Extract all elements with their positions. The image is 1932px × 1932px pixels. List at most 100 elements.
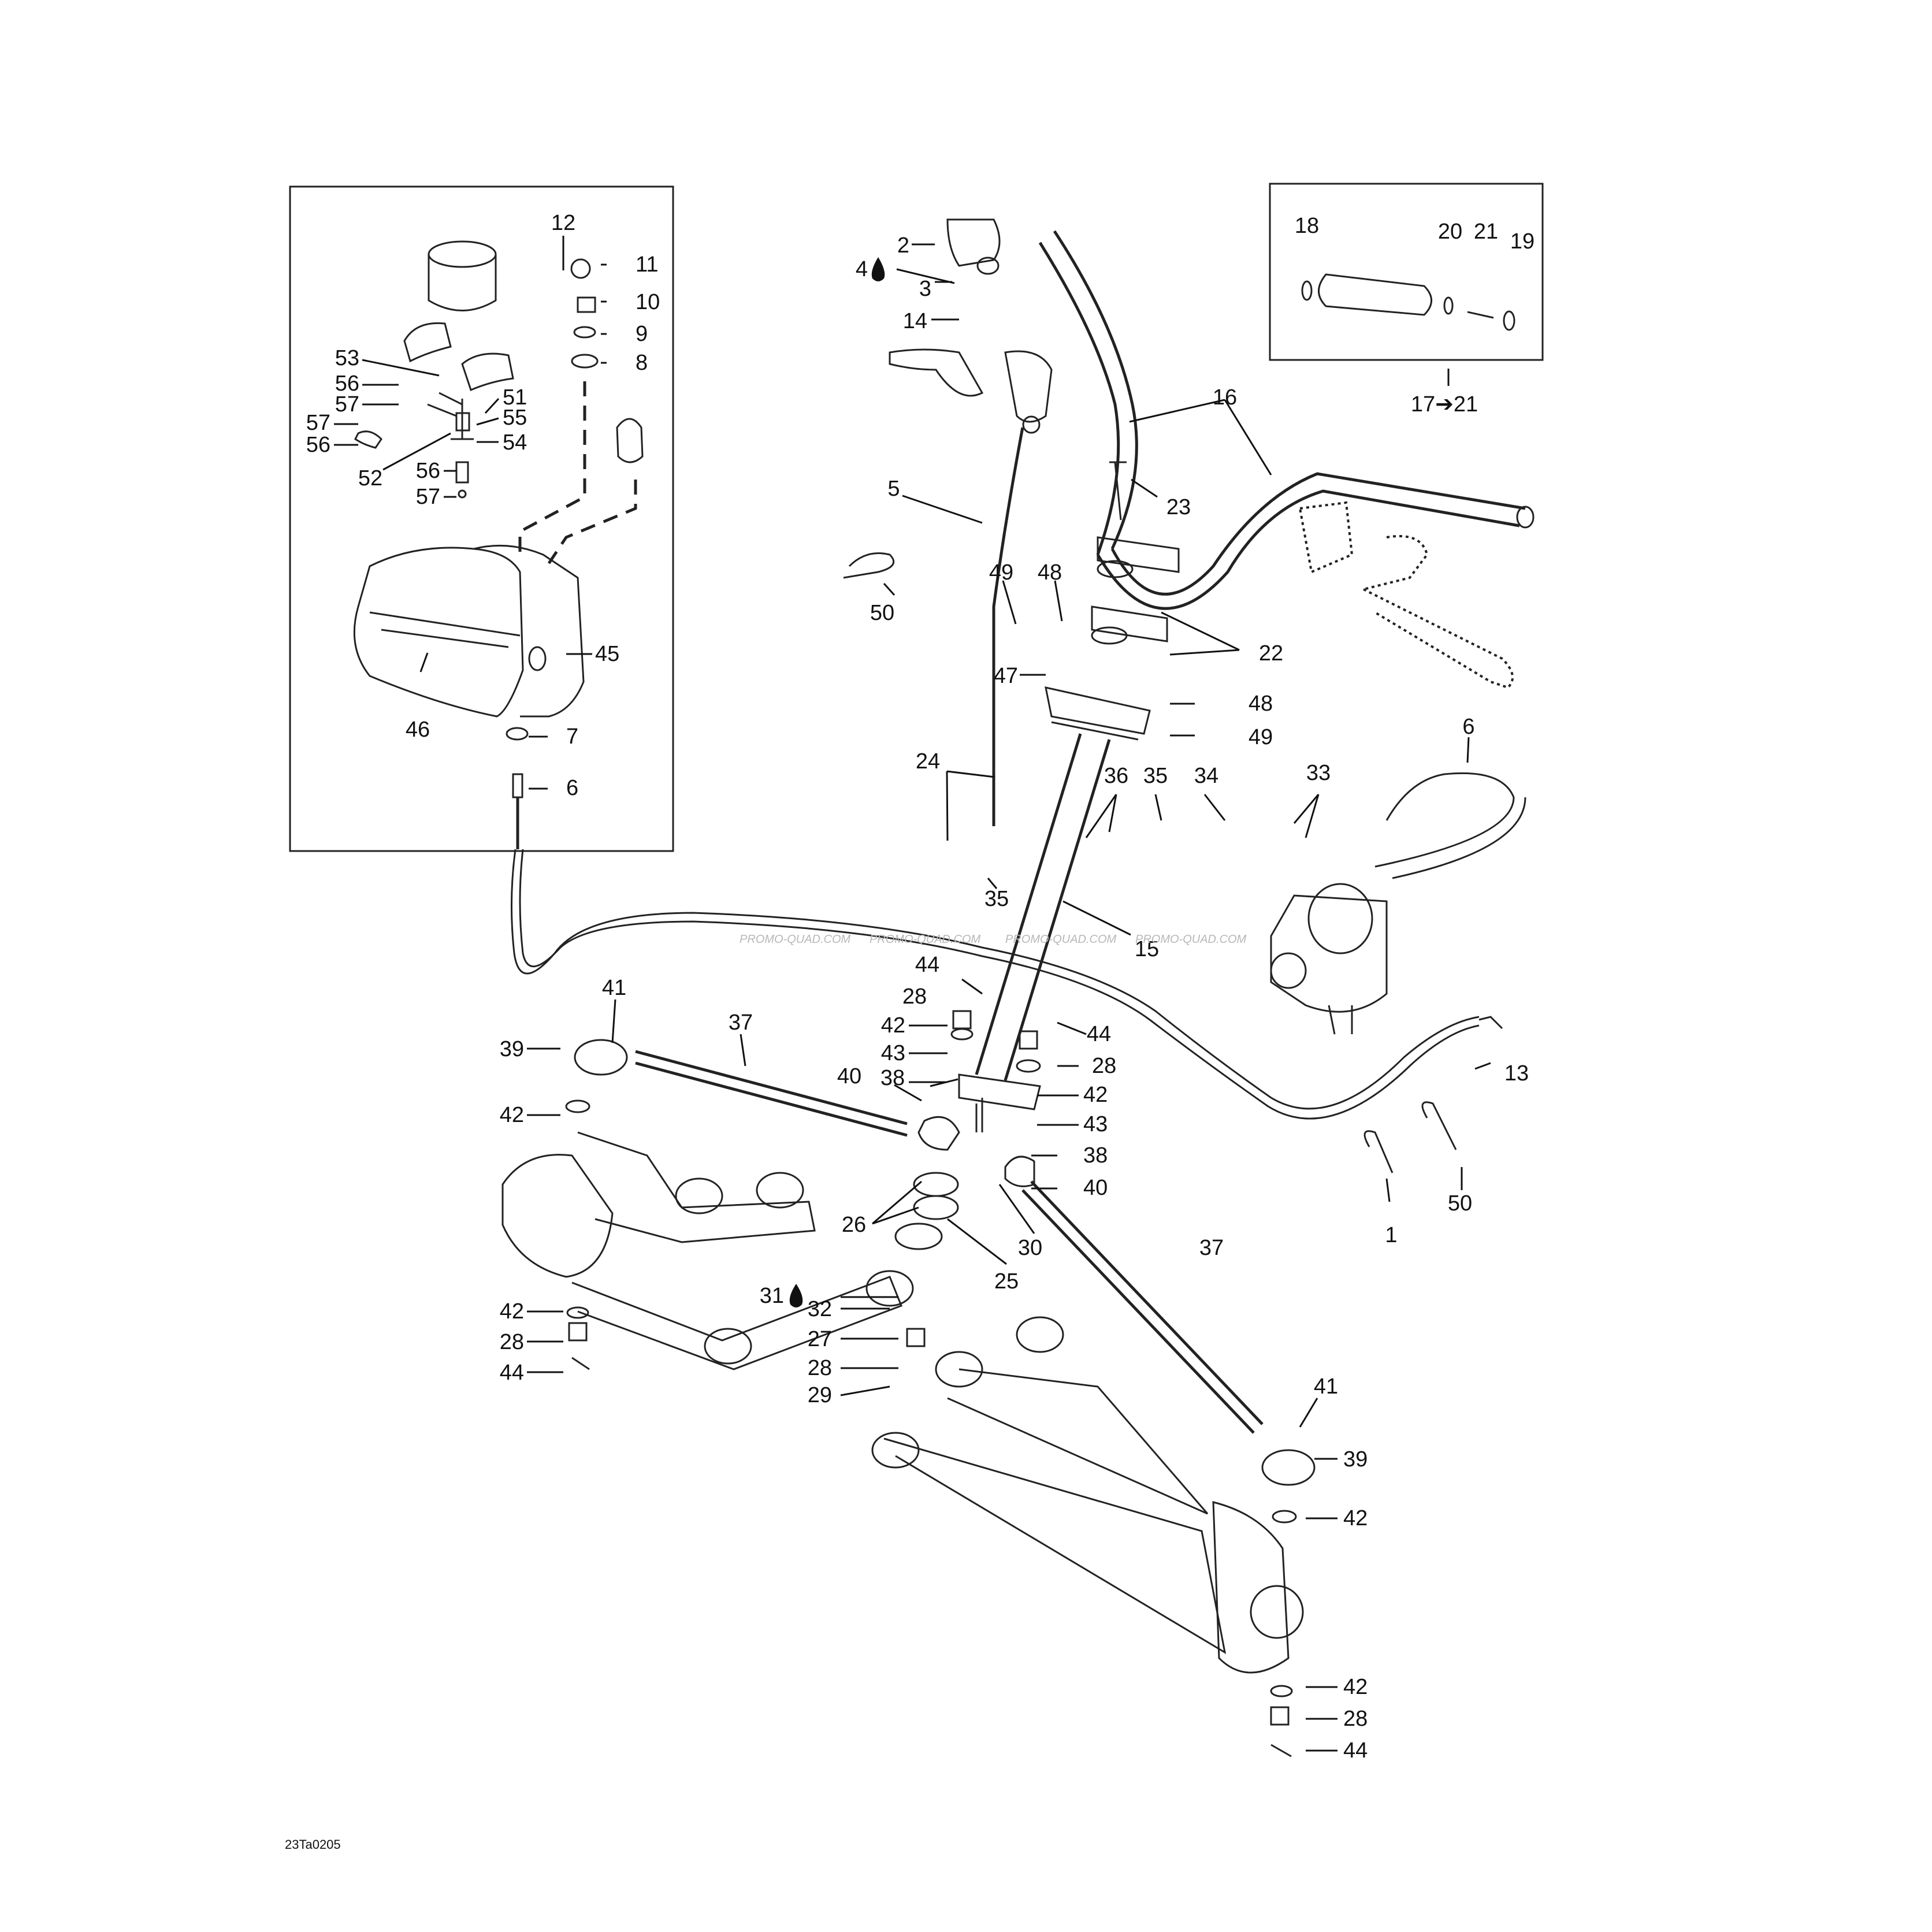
callout-41b: 41	[1314, 1374, 1338, 1399]
callout-37a: 37	[729, 1010, 753, 1035]
callout-47: 47	[994, 664, 1018, 688]
callout-30: 30	[1018, 1236, 1042, 1260]
callout-31: 31	[760, 1284, 784, 1308]
callout-17-21: 17➔21	[1411, 392, 1478, 417]
steering-column	[958, 686, 1151, 1132]
callout-24: 24	[916, 749, 940, 774]
a-arm-right	[871, 1316, 1304, 1674]
callout-28d: 28	[500, 1330, 524, 1354]
callout-28c: 28	[808, 1356, 832, 1380]
callout-44d: 44	[1343, 1738, 1368, 1763]
callout-9: 9	[636, 322, 648, 346]
callout-13: 13	[1504, 1061, 1529, 1086]
callout-26: 26	[842, 1213, 866, 1237]
callout-44a: 44	[915, 953, 939, 977]
callout-6a: 6	[566, 776, 578, 800]
hardware-stacks	[565, 1010, 1297, 1758]
callout-12: 12	[551, 211, 575, 235]
figure-code: 23Ta0205	[285, 1837, 341, 1852]
callout-35a: 35	[1143, 764, 1168, 788]
watermark-4: PROMO-QUAD.COM	[1135, 933, 1247, 946]
callout-52: 52	[358, 466, 382, 491]
callout-29: 29	[808, 1383, 832, 1407]
callout-44b: 44	[1087, 1022, 1111, 1046]
callout-28b: 28	[1092, 1054, 1116, 1078]
inset-frame-grip	[1269, 183, 1544, 361]
callout-19: 19	[1510, 229, 1535, 254]
callout-15: 15	[1135, 937, 1159, 961]
tie-rods	[574, 1039, 1316, 1486]
inset-frame-left	[289, 185, 674, 852]
callout-21: 21	[1474, 220, 1498, 244]
callout-27: 27	[808, 1327, 832, 1351]
callout-38a: 38	[880, 1066, 905, 1090]
callout-57c: 57	[416, 485, 440, 509]
callout-labels: 2 4 3 14 5 16 18 20 21 19 17➔21 23 50 49…	[285, 211, 1535, 1852]
throttle-cable	[510, 772, 1526, 1120]
watermark-2: PROMO-QUAD.COM	[870, 933, 981, 946]
callout-50b: 50	[1448, 1191, 1472, 1216]
callout-23: 23	[1166, 495, 1191, 519]
callout-28e: 28	[1343, 1707, 1368, 1731]
watermark-3: PROMO-QUAD.COM	[1005, 933, 1117, 946]
callout-42a: 42	[500, 1103, 524, 1127]
callout-10: 10	[636, 290, 660, 314]
callout-46: 46	[406, 718, 430, 742]
callout-39a: 39	[500, 1037, 524, 1061]
callout-20: 20	[1438, 220, 1462, 244]
callout-35b: 35	[984, 887, 1009, 911]
callout-51: 51	[503, 385, 527, 410]
callout-49a: 49	[989, 560, 1013, 585]
callout-40a: 40	[837, 1064, 861, 1088]
callout-45: 45	[595, 642, 619, 666]
callout-4: 4	[856, 257, 868, 281]
callout-48b: 48	[1249, 692, 1273, 716]
brake-lever-left	[889, 218, 1053, 826]
handlebar	[1038, 230, 1535, 610]
leader-lines	[334, 236, 1491, 1752]
callout-3: 3	[919, 277, 931, 301]
callout-28a: 28	[902, 984, 927, 1009]
a-arm-left	[501, 1131, 914, 1370]
callout-40b: 40	[1083, 1176, 1108, 1200]
throttle-housing-assembly	[354, 240, 644, 564]
callout-37b: 37	[1199, 1236, 1224, 1260]
callout-16: 16	[1213, 385, 1237, 410]
throttle-cover	[353, 544, 585, 849]
callout-8: 8	[636, 351, 648, 375]
callout-56a: 56	[335, 371, 359, 396]
callout-1: 1	[1385, 1223, 1397, 1247]
callout-54: 54	[503, 430, 527, 455]
lubricant-drop-icon-4	[871, 257, 885, 281]
callout-56b: 56	[306, 433, 330, 457]
callout-44c: 44	[500, 1361, 524, 1385]
callout-43a: 43	[881, 1041, 905, 1065]
callout-41a: 41	[602, 976, 626, 1000]
callout-42f: 42	[1343, 1675, 1368, 1699]
callout-25: 25	[994, 1269, 1019, 1294]
callout-38b: 38	[1083, 1143, 1108, 1168]
callout-18: 18	[1295, 214, 1319, 238]
handlebar-clamps	[1091, 461, 1180, 645]
watermark-1: PROMO-QUAD.COM	[740, 933, 851, 946]
callout-42b: 42	[881, 1013, 905, 1038]
grip-assembly	[1301, 273, 1515, 331]
lubricant-drop-icon-31	[789, 1284, 803, 1307]
callout-6b: 6	[1462, 715, 1474, 739]
callout-14: 14	[903, 309, 927, 333]
callout-7: 7	[566, 724, 578, 749]
callout-36: 36	[1104, 764, 1128, 788]
callout-39b: 39	[1343, 1447, 1368, 1472]
cable-ties	[843, 552, 1457, 1173]
callout-57a: 57	[335, 392, 359, 417]
callout-42e: 42	[1343, 1506, 1368, 1530]
callout-49b: 49	[1249, 725, 1273, 749]
callout-56c: 56	[416, 459, 440, 483]
callout-34: 34	[1194, 764, 1218, 788]
callout-50a: 50	[870, 601, 894, 625]
callout-53: 53	[335, 346, 359, 370]
callout-43b: 43	[1083, 1112, 1108, 1136]
callout-32: 32	[808, 1297, 832, 1321]
brake-lever-right	[1298, 501, 1514, 689]
